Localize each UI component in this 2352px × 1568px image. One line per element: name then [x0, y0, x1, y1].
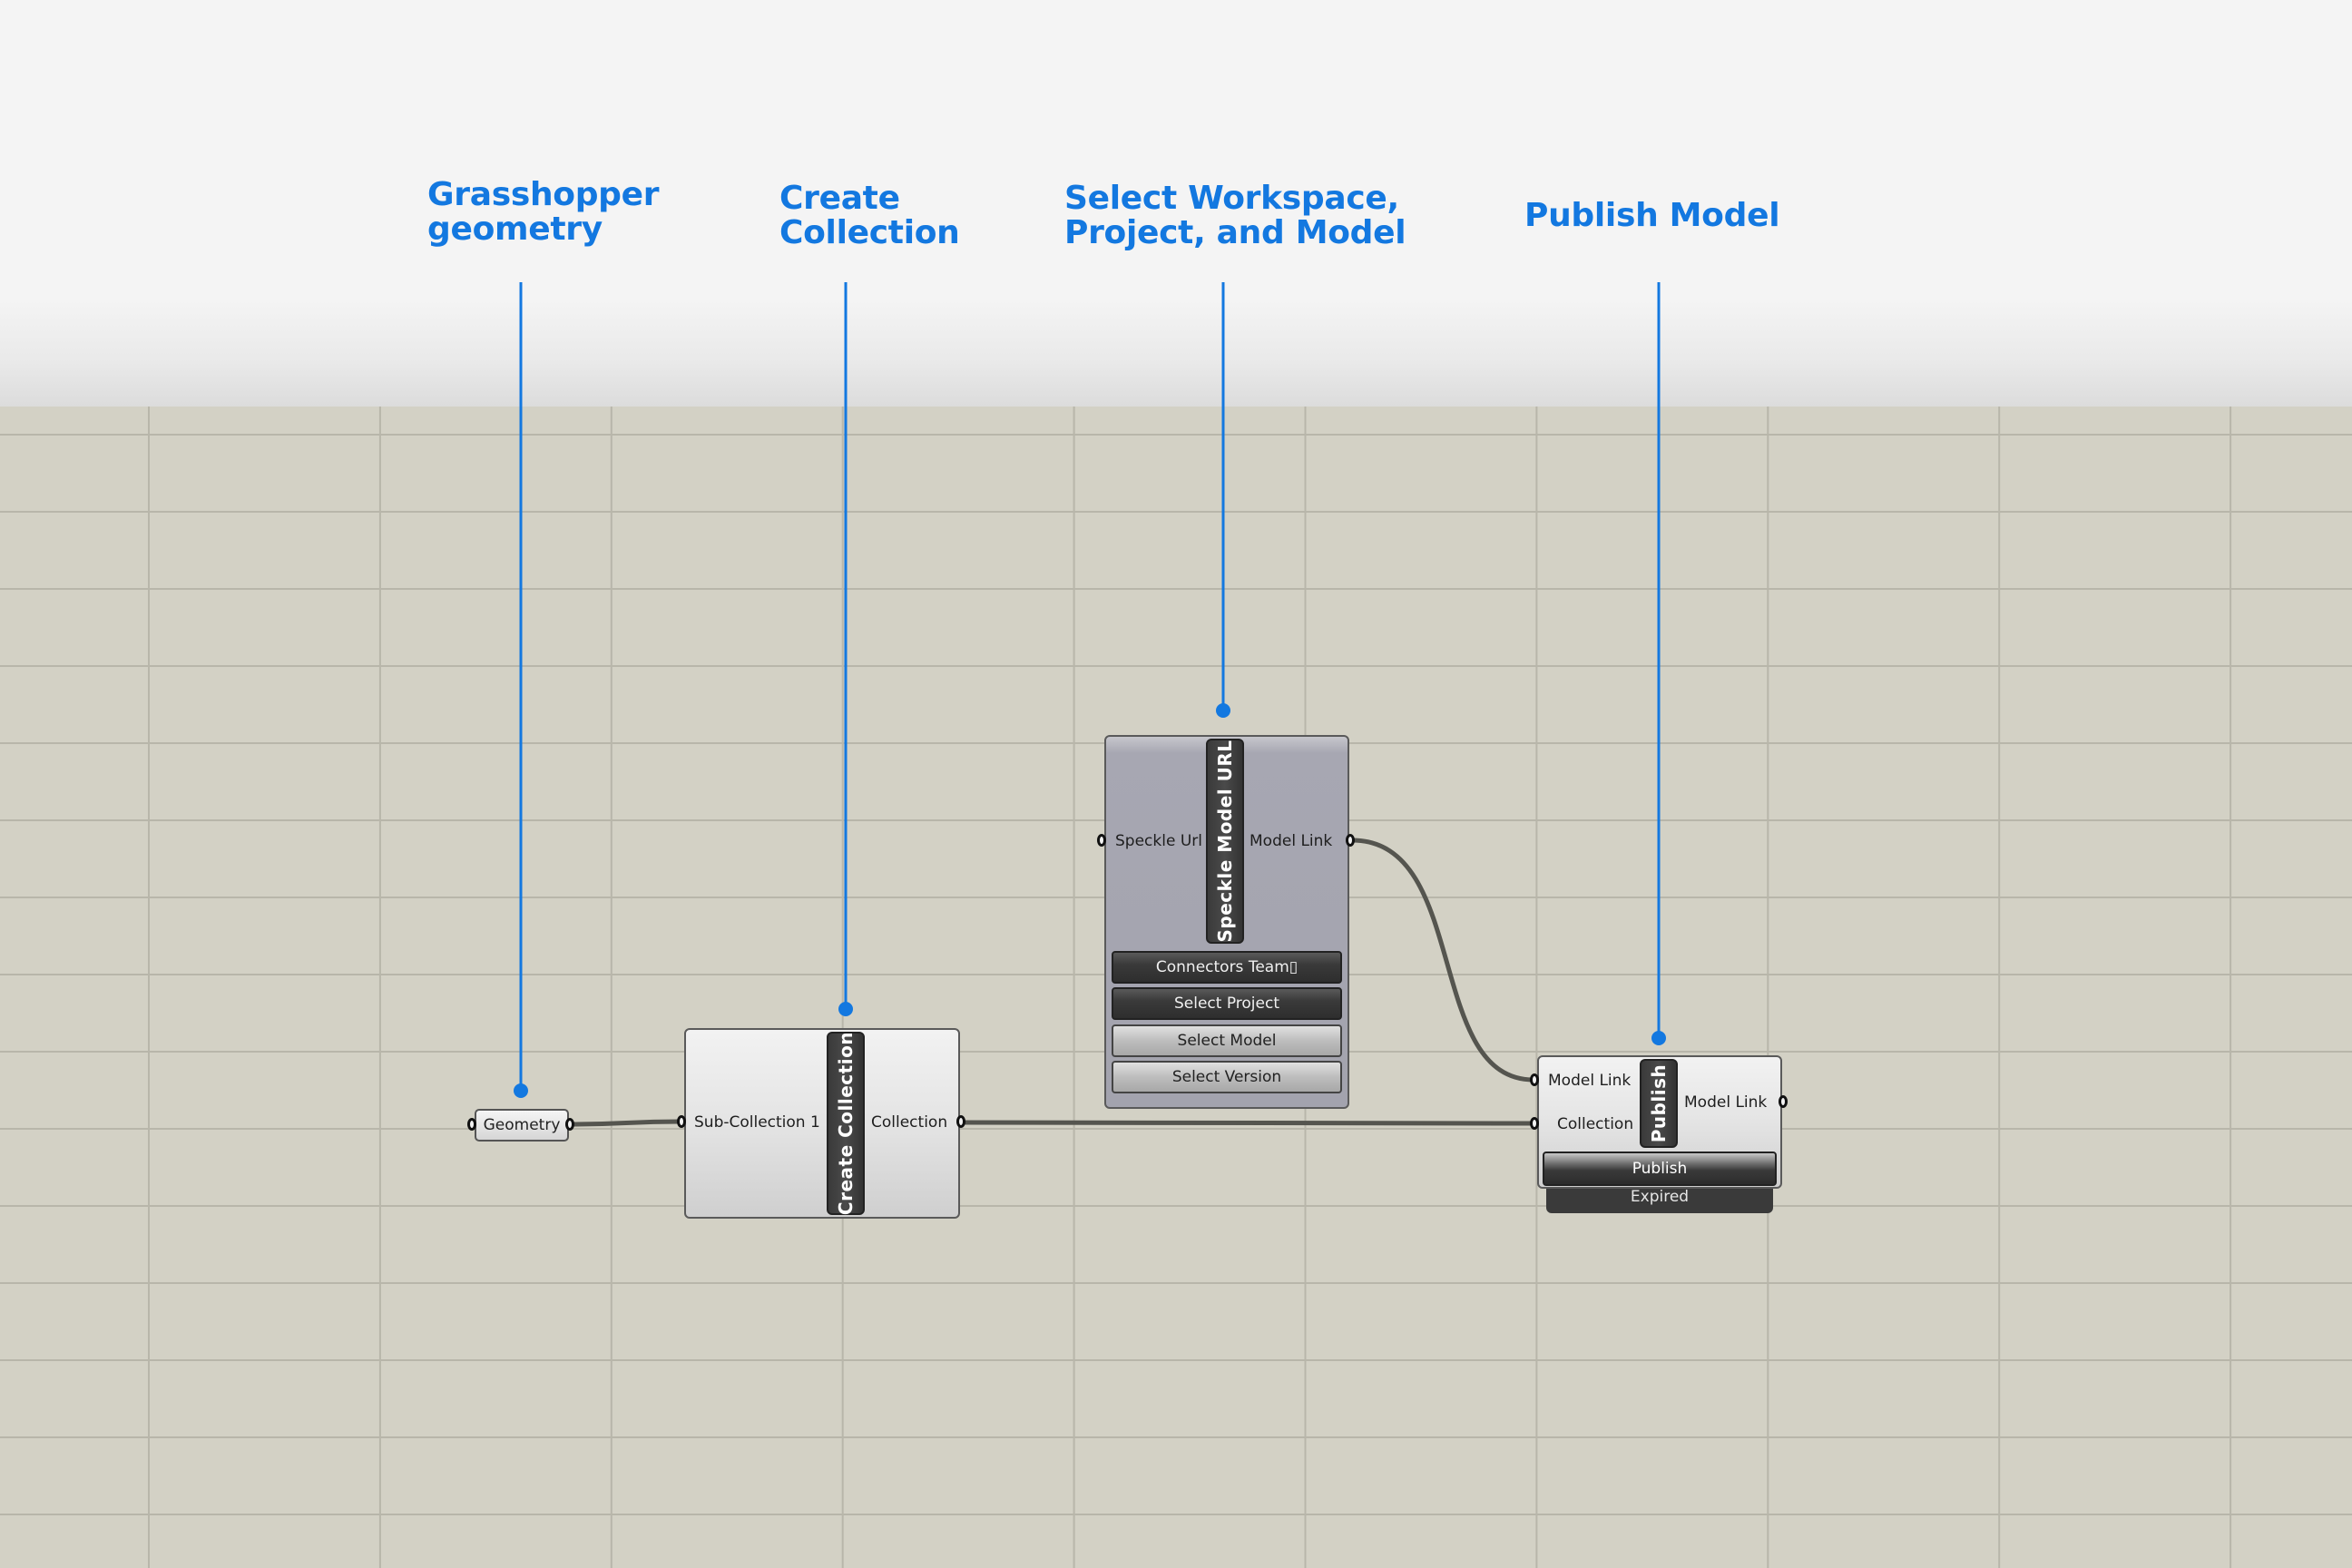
- publish-title: Publish: [1648, 1063, 1670, 1143]
- publish-button[interactable]: Publish: [1543, 1152, 1777, 1186]
- input-sub-collection-1[interactable]: Sub-Collection 1: [694, 1113, 820, 1132]
- annotation-publish-model: Publish Model: [1524, 197, 1780, 234]
- output-collection[interactable]: Collection: [871, 1113, 948, 1132]
- create-collection-output-port[interactable]: [956, 1115, 965, 1128]
- annotation-select-workspace-project-model: Select Workspace, Project, and Model: [1064, 180, 1406, 251]
- select-model-button[interactable]: Select Model: [1112, 1024, 1342, 1057]
- select-project-label: Select Project: [1173, 995, 1279, 1013]
- speckle-model-url-title-bar[interactable]: Speckle Model URL: [1206, 739, 1244, 944]
- select-version-button[interactable]: Select Version: [1112, 1061, 1342, 1093]
- create-collection-input-port[interactable]: [677, 1115, 686, 1128]
- geometry-output-port[interactable]: [565, 1118, 574, 1131]
- publish-title-bar[interactable]: Publish: [1640, 1059, 1678, 1148]
- model-link-output-port[interactable]: [1346, 834, 1355, 847]
- create-collection-title-bar[interactable]: Create Collection: [827, 1032, 865, 1215]
- output-model-link[interactable]: Model Link: [1250, 832, 1333, 850]
- input-model-link[interactable]: Model Link: [1548, 1072, 1632, 1090]
- geometry-input-port[interactable]: [467, 1118, 476, 1131]
- speckle-url-input-port[interactable]: [1097, 834, 1106, 847]
- workspace-selector-label: Connectors Team▯: [1155, 958, 1298, 976]
- publish-model-link-input-port[interactable]: [1530, 1073, 1539, 1086]
- annotation-grasshopper-geometry: Grasshopper geometry: [427, 176, 660, 248]
- input-collection[interactable]: Collection: [1557, 1115, 1634, 1133]
- publish-button-label: Publish: [1632, 1160, 1688, 1178]
- create-collection-node[interactable]: Sub-Collection 1 Create Collection Colle…: [684, 1028, 960, 1219]
- publish-collection-input-port[interactable]: [1530, 1117, 1539, 1130]
- annotation-create-collection: Create Collection: [779, 180, 960, 251]
- workspace-selector-button[interactable]: Connectors Team▯: [1112, 951, 1342, 984]
- geometry-param-label: Geometry: [483, 1116, 561, 1134]
- create-collection-title: Create Collection: [835, 1031, 857, 1216]
- output-model-link[interactable]: Model Link: [1684, 1093, 1768, 1112]
- publish-model-link-output-port[interactable]: [1779, 1095, 1788, 1108]
- select-version-label: Select Version: [1171, 1068, 1282, 1086]
- publish-node[interactable]: Model Link Collection Publish Model Link…: [1537, 1055, 1782, 1189]
- input-speckle-url[interactable]: Speckle Url: [1115, 832, 1202, 850]
- speckle-model-url-title: Speckle Model URL: [1214, 740, 1236, 943]
- speckle-model-url-node[interactable]: Speckle Url Speckle Model URL Model Link…: [1104, 735, 1349, 1109]
- publish-status-text: Expired: [1630, 1187, 1690, 1206]
- select-project-button[interactable]: Select Project: [1112, 987, 1342, 1020]
- select-model-label: Select Model: [1177, 1032, 1277, 1050]
- header-area: [0, 0, 2352, 407]
- geometry-param-node[interactable]: Geometry: [475, 1109, 569, 1142]
